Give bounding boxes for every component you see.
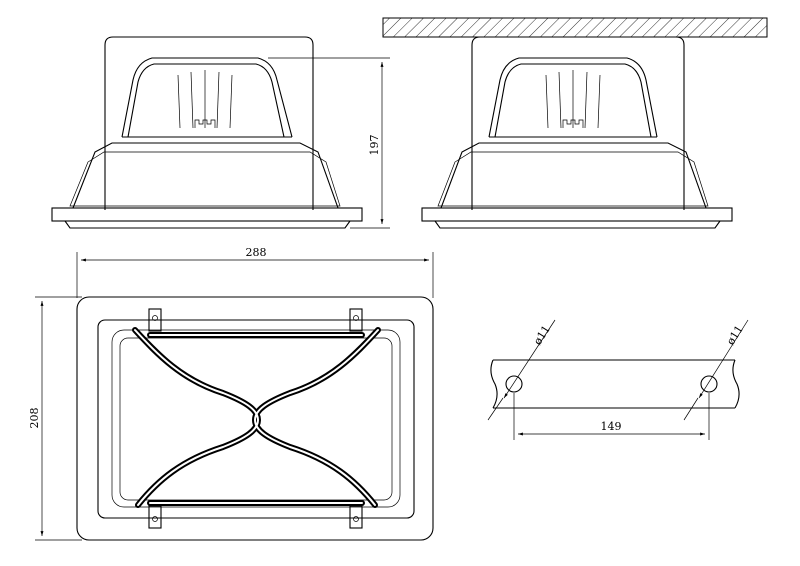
- spring-wire: [132, 327, 381, 508]
- dimension-width-288: 288: [246, 246, 267, 259]
- mounting-clip-top-right: [349, 308, 363, 332]
- cooling-fins: [177, 70, 233, 129]
- mounting-clip-top-left: [148, 308, 162, 332]
- hole-detail: ø11 ø11 149: [487, 319, 749, 440]
- hole-diameter-right: ø11: [724, 323, 746, 347]
- hole-diameter-left: ø11: [531, 323, 553, 347]
- side-view-right: [382, 17, 768, 229]
- ceiling-hatch: [382, 17, 768, 38]
- side-view-left: 197: [51, 36, 390, 229]
- mounting-hole-right: [700, 375, 718, 393]
- plan-view: 288 208: [28, 246, 434, 541]
- mounting-clip-bottom-left: [148, 505, 162, 529]
- dimension-hole-spacing-149: 149: [601, 420, 622, 433]
- dimension-height-208: 208: [28, 408, 41, 429]
- mounting-clip-bottom-right: [349, 505, 363, 529]
- dimension-height-197: 197: [368, 135, 381, 156]
- mounting-hole-left: [505, 375, 523, 393]
